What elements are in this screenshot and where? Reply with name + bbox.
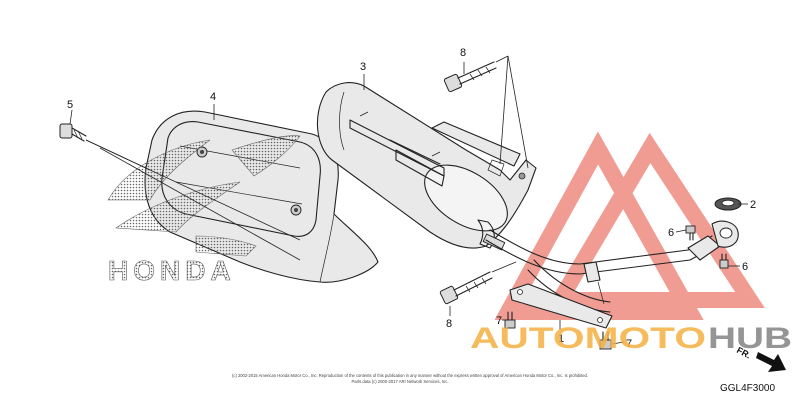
copyright-line-2: Parts data (c) 2000-2017 ARI Network Ser… xyxy=(351,379,448,384)
callout-5: 5 xyxy=(67,99,73,111)
gasket-part-2[interactable] xyxy=(714,197,742,211)
long-bolt-part-8-top[interactable] xyxy=(443,61,497,93)
callout-6-right: 6 xyxy=(742,261,748,273)
callout-7-right: 7 xyxy=(626,338,632,350)
callout-3: 3 xyxy=(360,61,366,73)
callout-8-top: 8 xyxy=(460,47,466,59)
exhaust-pipe-part-1[interactable] xyxy=(485,220,739,329)
flange-bolt-part-7-right[interactable] xyxy=(599,331,612,350)
callout-2: 2 xyxy=(750,199,756,211)
diagram-code: GGL4F3000 xyxy=(720,383,775,394)
callout-4: 4 xyxy=(210,91,216,103)
long-bolt-part-8-bottom[interactable] xyxy=(439,271,493,305)
callout-6-left: 6 xyxy=(668,227,674,239)
flange-bolt-part-7-left[interactable] xyxy=(504,311,516,329)
callout-1: 1 xyxy=(558,333,564,345)
watermark-text: AUTOMOTO HUB xyxy=(470,322,792,355)
bolt-part-6-left[interactable] xyxy=(685,225,696,241)
bolt-part-5[interactable] xyxy=(59,123,87,142)
watermark-hub: HUB xyxy=(708,322,792,355)
bolt-part-6-right[interactable] xyxy=(719,253,729,269)
honda-logo-text: HONDA xyxy=(108,255,236,286)
watermark-automoto: AUTOMOTO xyxy=(470,322,706,355)
honda-wing-logo: HONDA xyxy=(107,135,301,286)
copyright-line-1: (c) 2002-2015 American Honda Motor Co., … xyxy=(232,373,588,378)
muffler-part-3[interactable] xyxy=(316,82,537,251)
callout-8-bottom: 8 xyxy=(446,318,452,330)
callout-7-left: 7 xyxy=(496,315,502,327)
